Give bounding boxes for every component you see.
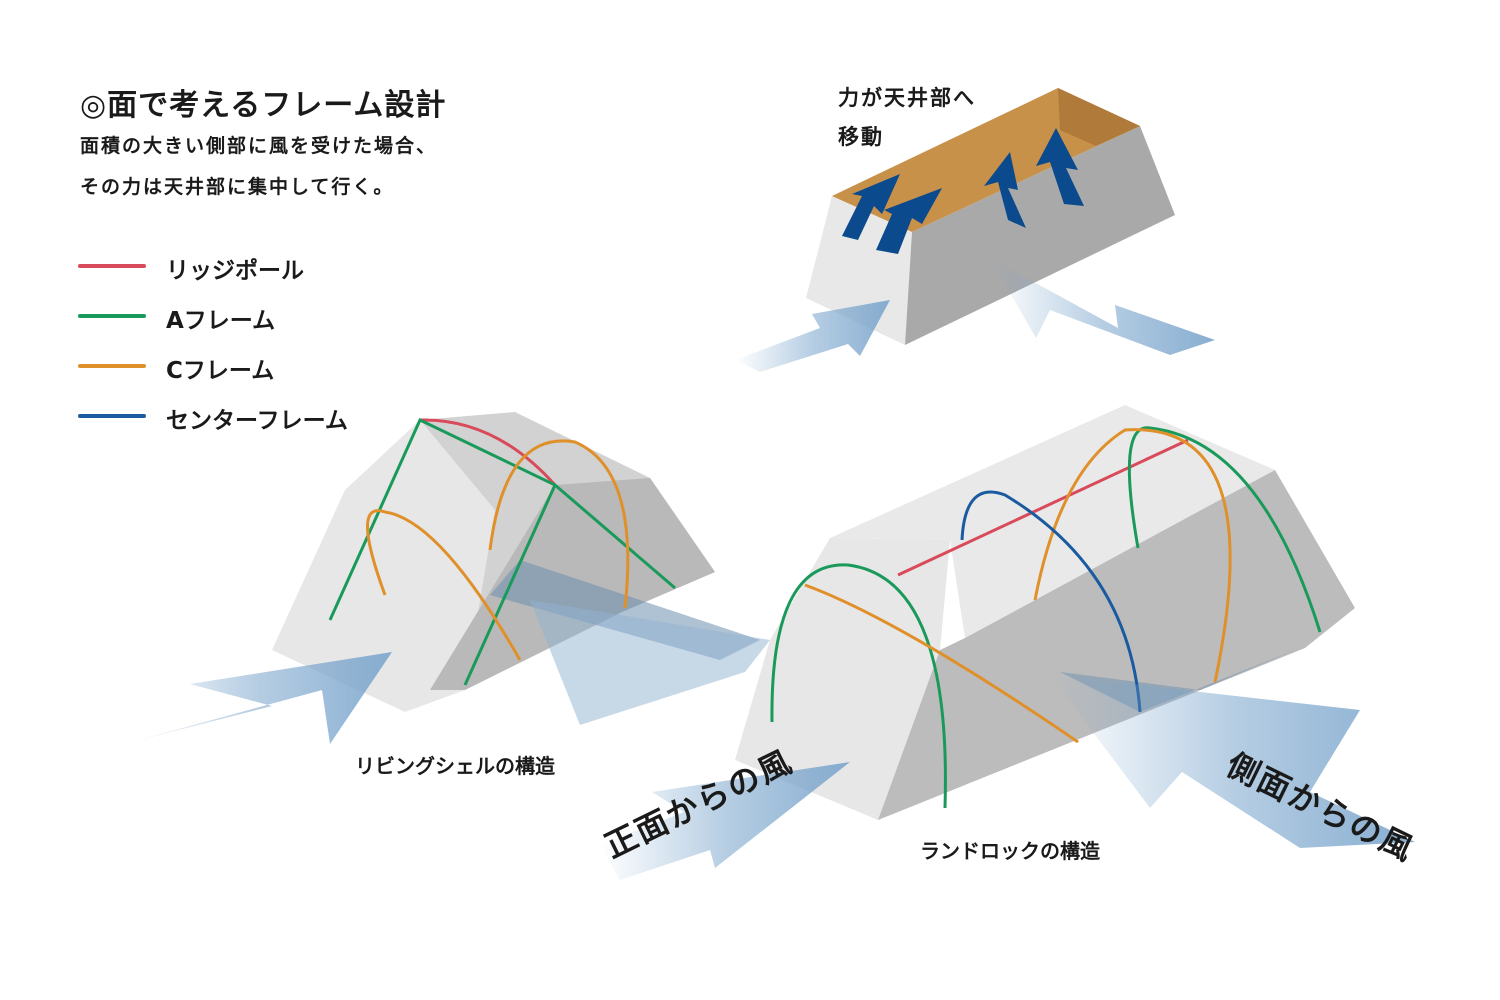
force-arrow-icon xyxy=(1036,128,1084,206)
shell-wind-arrow xyxy=(120,652,392,745)
shell-wind-arrow-2 xyxy=(530,600,770,725)
shell-end-face xyxy=(272,420,495,712)
rock-side-face xyxy=(878,470,1355,820)
ridge-pole xyxy=(419,418,557,487)
rock-roof-face xyxy=(830,405,1275,638)
legend-label: リッジポール xyxy=(166,258,304,284)
top-wind-right-arrow xyxy=(990,258,1215,355)
force-arrow-icon xyxy=(984,152,1026,228)
legend-swatch xyxy=(78,414,146,418)
legend-label: Cフレーム xyxy=(166,358,275,384)
a-frame xyxy=(328,417,676,621)
legend-label: センターフレーム xyxy=(166,408,348,434)
legend-swatch xyxy=(78,314,146,318)
a-frame xyxy=(1127,426,1322,633)
c-frame xyxy=(366,509,522,661)
side-wind-arrow xyxy=(1050,675,1415,848)
force-arrow-group xyxy=(842,128,1084,254)
land-rock-caption: ランドロックの構造 xyxy=(920,839,1100,863)
rock-end-face xyxy=(735,538,950,820)
force-note-line-2: 移動 xyxy=(838,125,884,149)
force-block-diagram xyxy=(806,88,1175,345)
living-shell-diagram xyxy=(272,412,760,712)
front-wind-arrow xyxy=(600,762,850,880)
c-frame xyxy=(488,439,630,609)
a-frame xyxy=(770,563,947,809)
description-line-1: 面積の大きい側部に風を受けた場合、 xyxy=(80,135,438,157)
force-arrow-icon xyxy=(842,174,900,240)
top-wind-left-arrow xyxy=(735,300,890,372)
block-roof-shade xyxy=(1058,88,1140,146)
rock-frames xyxy=(770,426,1322,809)
legend-label: Aフレーム xyxy=(166,308,276,334)
legend-swatch xyxy=(78,264,146,268)
description-line-2: その力は天井部に集中して行く。 xyxy=(80,176,395,198)
c-frame xyxy=(804,583,1079,744)
shell-frames xyxy=(328,417,676,686)
page-title: ◎面で考えるフレーム設計 xyxy=(80,88,447,123)
living-shell-caption: リビングシェルの構造 xyxy=(355,754,555,778)
ridge-pole xyxy=(897,438,1189,577)
force-arrow-icon xyxy=(876,188,942,254)
legend-swatch xyxy=(78,364,146,368)
force-note-line-1: 力が天井部へ xyxy=(838,86,976,110)
c-frame xyxy=(1033,428,1232,683)
center-frame xyxy=(960,490,1142,713)
land-rock-diagram xyxy=(735,405,1355,820)
a-frame xyxy=(463,484,557,686)
block-front-face xyxy=(905,126,1175,345)
